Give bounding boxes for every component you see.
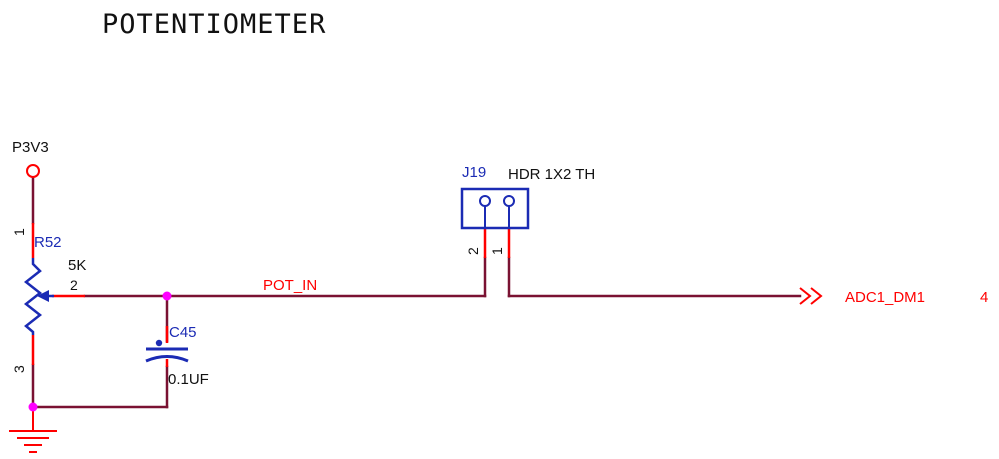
capacitor-plate-bottom: [145, 355, 189, 363]
j19-pin1-number: 1: [489, 247, 505, 255]
power-circle-icon: [26, 164, 40, 178]
j19-value: HDR 1X2 TH: [508, 166, 595, 183]
offpage-connector-adc1-dm1: ADC1_DM1 4: [799, 287, 988, 306]
capacitor-c45: C45 0.1UF: [145, 324, 209, 388]
capacitor-polarity-dot-icon: [155, 339, 163, 347]
offpage-net-label: ADC1_DM1: [845, 289, 925, 306]
header-body: [460, 187, 530, 230]
page-title: POTENTIOMETER: [102, 9, 326, 40]
r52-reference: R52: [34, 234, 62, 251]
junction-dot-gnd: [28, 402, 38, 412]
junctions: [28, 291, 172, 412]
wiper-arrow-icon: [37, 290, 49, 302]
header-j19: J19 HDR 1X2 TH 2 1: [460, 164, 595, 255]
j19-pin2-number: 2: [465, 247, 481, 255]
r52-pin2-number: 2: [70, 277, 78, 293]
wires: [31, 176, 802, 409]
power-net-label: P3V3: [12, 139, 49, 156]
r52-value: 5K: [68, 257, 86, 274]
power-symbol-p3v3: P3V3: [12, 139, 49, 178]
c45-value: 0.1UF: [168, 371, 209, 388]
pin-stubs: [31, 223, 511, 367]
j19-reference: J19: [462, 164, 486, 181]
ground-symbol: [9, 407, 57, 453]
offpage-page-reference: 4: [980, 289, 988, 306]
resistor-zigzag-icon: [23, 258, 43, 335]
r52-pin3-number: 3: [11, 365, 27, 373]
net-label-pot-in: POT_IN: [263, 277, 317, 294]
c45-reference: C45: [169, 324, 197, 341]
potentiometer-r52: 1 3 2 R52 5K: [11, 228, 86, 373]
r52-pin1-number: 1: [11, 228, 27, 236]
offpage-chevron-1-icon: [799, 287, 812, 305]
offpage-chevron-2-icon: [810, 287, 823, 305]
junction-dot-potin: [162, 291, 172, 301]
